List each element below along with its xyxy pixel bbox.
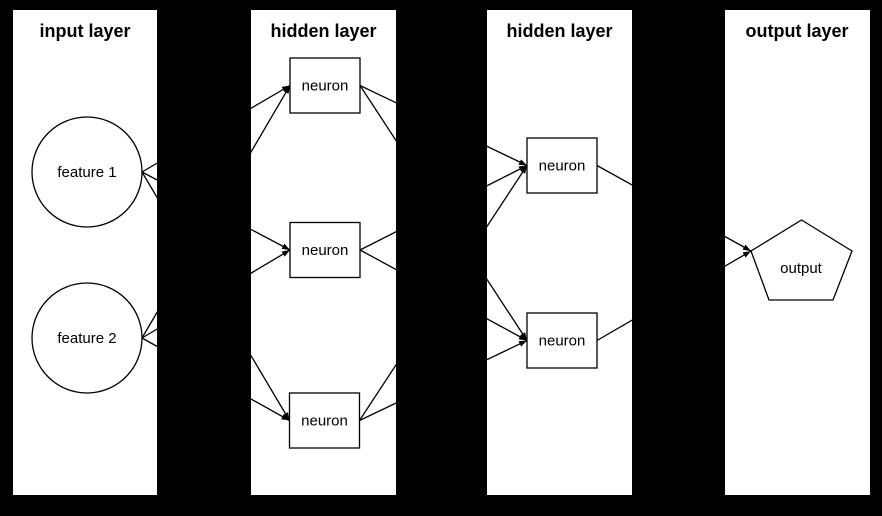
node-hidden1-neuron2 (289, 221, 361, 279)
edge-h1n2-h2n2 (359, 249, 528, 342)
edge-h2n2-output (596, 250, 752, 342)
edge-h1n2-h2n1 (359, 164, 528, 251)
edge-h1n3-h2n1 (358, 165, 528, 421)
node-hidden1-neuron3-label: neuron (301, 413, 348, 430)
output-layer-title: output layer (745, 21, 848, 41)
input-layer-title: input layer (39, 21, 130, 41)
node-hidden1-neuron1 (289, 57, 361, 114)
node-output-label: output (780, 260, 823, 277)
edge-feature1-h1n3 (141, 171, 291, 421)
edge-h2n1-output (596, 164, 752, 252)
input-layer-panel (13, 10, 157, 495)
node-hidden2-neuron1 (526, 137, 598, 194)
node-hidden2-neuron2 (526, 312, 598, 369)
node-feature-2-label: feature 2 (57, 330, 116, 347)
edge-feature2-h1n3 (141, 337, 290, 422)
edge-h1n1-h2n2 (359, 85, 528, 341)
edge-feature2-h1n2 (141, 249, 291, 339)
node-hidden2-neuron1-label: neuron (539, 158, 586, 175)
node-feature-2 (31, 282, 143, 394)
node-feature-1 (31, 116, 143, 228)
node-hidden1-neuron3 (288, 392, 361, 449)
hidden-layer-2-title: hidden layer (506, 21, 612, 41)
node-hidden1-neuron1-label: neuron (302, 78, 349, 95)
node-hidden1-neuron2-label: neuron (302, 242, 349, 259)
node-output (750, 219, 853, 301)
hidden-layer-1-title: hidden layer (270, 21, 376, 41)
hidden-layer-2-panel (487, 10, 632, 495)
edge-feature1-h1n1 (141, 84, 291, 173)
node-feature-1-label: feature 1 (57, 164, 116, 181)
node-hidden2-neuron2-label: neuron (539, 333, 586, 350)
edge-feature2-h1n1 (141, 85, 291, 339)
edge-h1n3-h2n2 (359, 339, 528, 422)
edge-h1n1-h2n1 (359, 84, 528, 167)
